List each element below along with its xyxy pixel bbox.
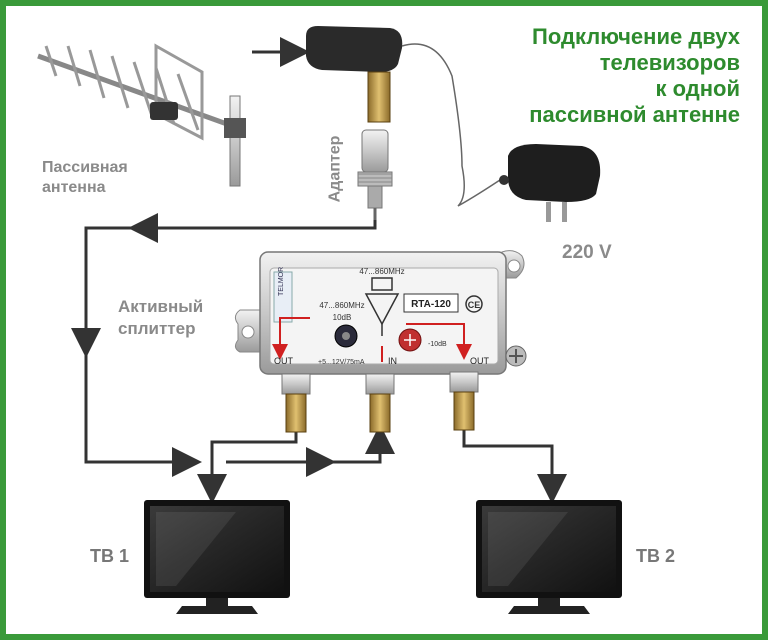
splitter-model: RTA-120 (411, 299, 451, 310)
tv1-icon (144, 500, 290, 614)
tv2-label: ТВ 2 (636, 546, 676, 566)
splitter-label: Активный сплиттер (118, 296, 203, 340)
title-line-4: пассивной антенне (529, 102, 740, 127)
title-line-2: телевизоров (599, 50, 740, 75)
splitter-attenuator: -10dB (428, 341, 447, 348)
wire-to-splitter-in (226, 432, 382, 464)
power-label: 220 V (562, 242, 612, 263)
antenna-amplifier-head-icon (306, 26, 403, 123)
title-line-1: Подключение двух (532, 24, 740, 49)
antenna-label-line-1: Пассивная (42, 159, 128, 176)
tv2-icon (476, 500, 622, 614)
splitter-in: IN (388, 356, 397, 366)
antenna-label: Пассивная антенна (42, 158, 128, 198)
connection-diagram: TELMOR 47...860MHz 47...860MHz 10dB RTA-… (37, 26, 622, 614)
antenna-label-line-2: антенна (42, 179, 106, 196)
splitter-gain: 10dB (333, 313, 352, 322)
wire-adapter-to-left (84, 220, 377, 464)
adapter-label: Адаптер (326, 135, 344, 203)
passive-antenna-icon (37, 43, 246, 187)
splitter-out-left: OUT (274, 356, 294, 366)
adapter-icon (357, 129, 393, 220)
wire-out-left-to-tv1 (197, 432, 298, 504)
splitter-brand: TELMOR (278, 267, 285, 296)
splitter-label-line-2: сплиттер (118, 319, 196, 338)
splitter-freq: 47...860MHz (359, 267, 404, 276)
power-wire (401, 43, 507, 207)
active-splitter-icon (234, 250, 527, 433)
wire-out-right-to-tv2 (462, 430, 567, 504)
page-title: Подключение двух телевизоров к одной пас… (410, 24, 740, 128)
power-adapter-icon (499, 144, 601, 222)
splitter-out-right: OUT (470, 356, 490, 366)
splitter-power-spec: +5...12V/75mA (318, 359, 365, 366)
title-line-3: к одной (655, 76, 741, 101)
splitter-ce: CE (468, 300, 481, 310)
splitter-label-line-1: Активный (118, 297, 204, 316)
tv1-label: ТВ 1 (90, 546, 130, 566)
splitter-freq-side: 47...860MHz (319, 301, 364, 310)
